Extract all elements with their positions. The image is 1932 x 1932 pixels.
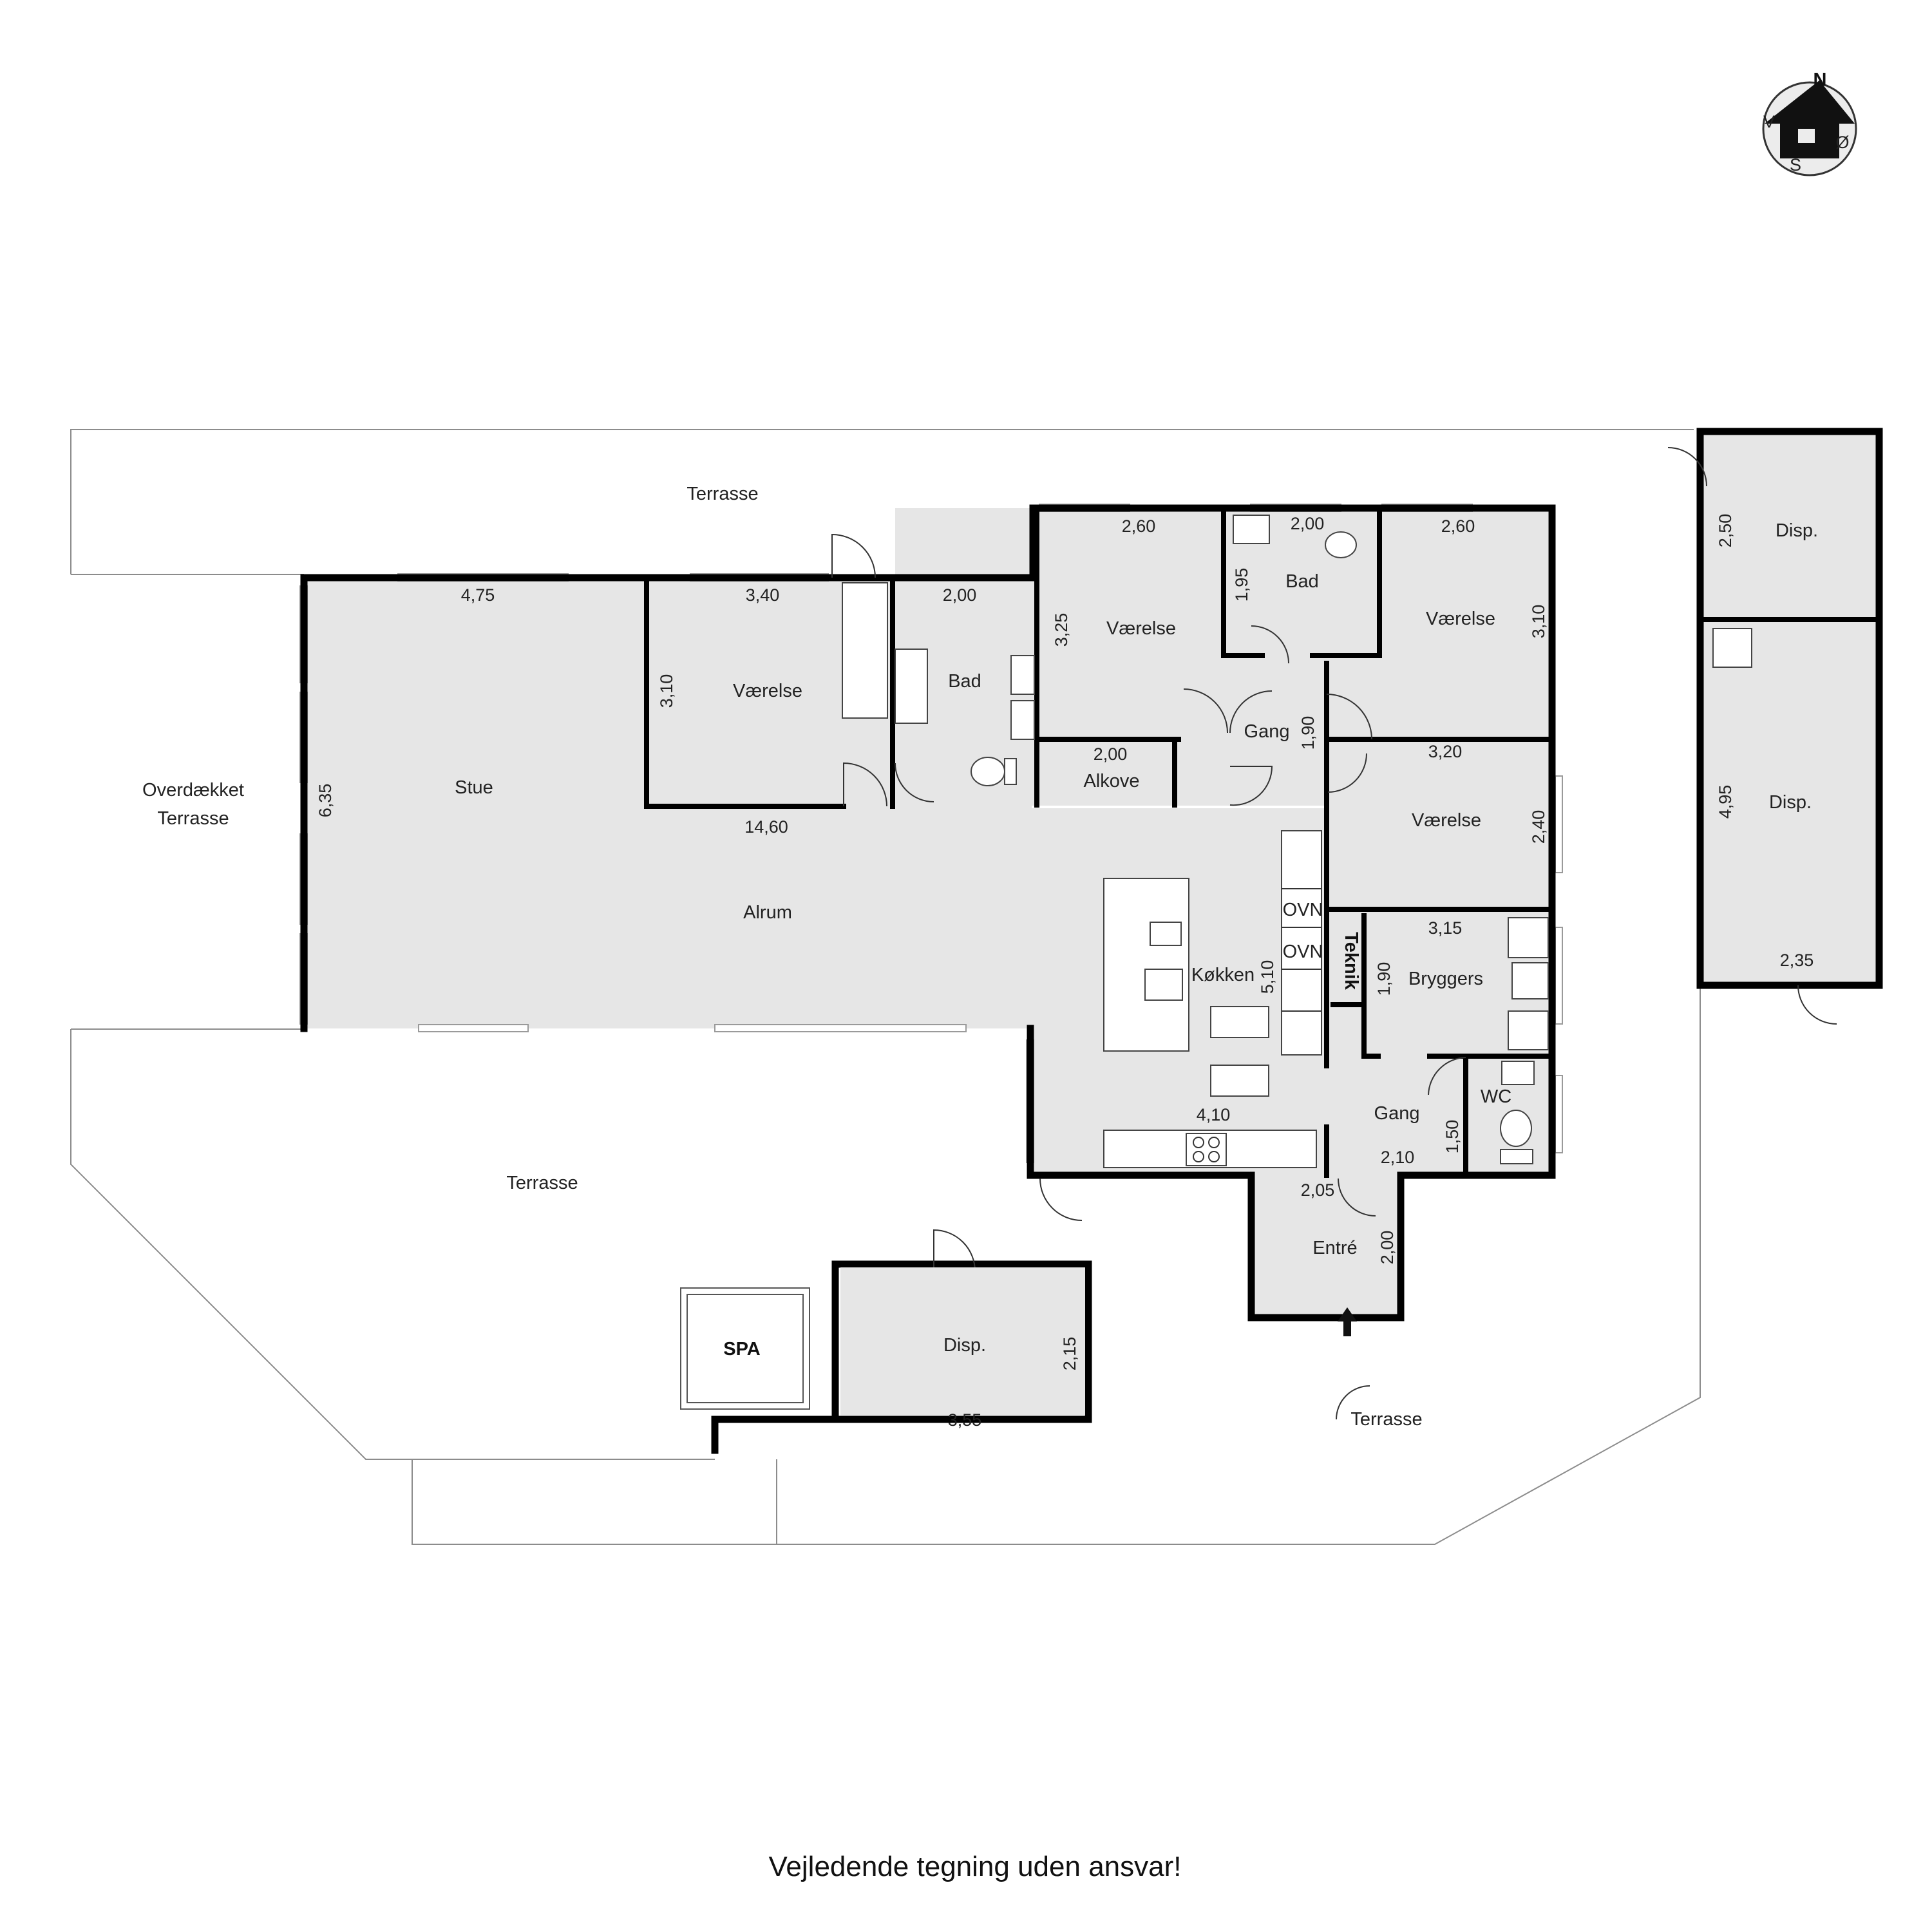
- desk-icon: [895, 649, 928, 724]
- dim-entre-height: 2,00: [1378, 1231, 1397, 1265]
- room-label-vaerelse-4: Værelse: [1412, 810, 1481, 831]
- spa-tub: [680, 1287, 810, 1410]
- house-compass-icon: [1762, 80, 1857, 176]
- dim-vaerelse-3-width: 2,60: [1441, 516, 1475, 536]
- toilet-icon: [971, 757, 1005, 786]
- dim-alkove-width: 2,00: [1094, 744, 1128, 764]
- washing-machine-icon: [1508, 917, 1549, 958]
- room-label-overdaekket: Overdækket: [142, 780, 244, 800]
- room-label-terrasse-left: Terrasse: [506, 1173, 578, 1193]
- room-label-terrasse-bottom: Terrasse: [1350, 1409, 1422, 1430]
- dim-koekken-height: 5,10: [1258, 960, 1277, 994]
- room-label-entre: Entré: [1312, 1238, 1357, 1258]
- sink-icon: [1511, 962, 1549, 999]
- bathroom-sink-icon: [1010, 700, 1035, 740]
- room-label-gang-1: Gang: [1244, 721, 1290, 742]
- sink-icon: [1501, 1061, 1535, 1085]
- island-sink-icon: [1150, 922, 1182, 946]
- room-label-disp-2: Disp.: [1776, 520, 1818, 541]
- dim-vaerelse-1-width: 3,40: [746, 585, 780, 605]
- room-label-disp-1: Disp.: [943, 1335, 986, 1356]
- island-sink-icon: [1144, 969, 1183, 1001]
- dim-bad-2-height: 1,95: [1232, 568, 1251, 602]
- room-label-ovn-2: OVN: [1283, 942, 1323, 962]
- toilet-icon: [1500, 1149, 1533, 1164]
- dim-stue-height: 6,35: [316, 784, 335, 818]
- dim-vaerelse-4-width: 3,20: [1428, 742, 1463, 761]
- room-label-gang-2: Gang: [1374, 1103, 1420, 1124]
- room-label-stue: Stue: [455, 777, 493, 798]
- room-label-vaerelse-3: Værelse: [1426, 609, 1495, 629]
- room-label-alkove: Alkove: [1083, 771, 1139, 791]
- room-label-terrasse-top: Terrasse: [687, 484, 758, 504]
- dim-bad-2-width: 2,00: [1291, 514, 1325, 533]
- kitchen-hood-icon: [1210, 1065, 1269, 1097]
- dim-vaerelse-4-height: 2,40: [1529, 810, 1548, 844]
- wardrobe-icon: [842, 582, 888, 719]
- dim-entre-width: 2,05: [1301, 1180, 1335, 1200]
- room-label-vaerelse-2: Værelse: [1106, 618, 1176, 639]
- dim-disp-3-width: 2,35: [1780, 951, 1814, 970]
- dryer-icon: [1508, 1010, 1549, 1050]
- disclaimer-caption: Vejledende tegning uden ansvar!: [769, 1851, 1182, 1882]
- room-label-alrum: Alrum: [743, 902, 792, 923]
- terrace-outlines: [70, 429, 1701, 1545]
- kitchen-island: [1103, 878, 1189, 1052]
- kitchen-hood-icon: [1210, 1006, 1269, 1038]
- dim-disp-1-height: 2,15: [1060, 1337, 1079, 1371]
- room-label-disp-3: Disp.: [1769, 792, 1812, 813]
- dim-bryggers-height: 1,90: [1374, 962, 1394, 996]
- dim-koekken-width: 4,10: [1197, 1105, 1231, 1124]
- sink-icon: [1233, 515, 1270, 544]
- toilet-icon: [1325, 531, 1357, 558]
- room-labels: Terrasse Overdækket Terrasse Stue Værels…: [142, 484, 1818, 1430]
- room-label-bryggers: Bryggers: [1408, 969, 1483, 989]
- compass-letters: N V Ø S: [1763, 70, 1850, 175]
- room-label-wc: WC: [1481, 1086, 1511, 1107]
- room-label-bad-2: Bad: [1285, 571, 1319, 592]
- room-label-koekken: Køkken: [1191, 965, 1255, 985]
- room-label-bad-1: Bad: [948, 671, 981, 692]
- disp-building-left: [711, 1264, 1085, 1454]
- dim-vaerelse-1-height: 3,10: [657, 674, 676, 708]
- dim-gang-2-width: 2,10: [1381, 1148, 1415, 1167]
- entrance-arrow-icon: [1338, 1307, 1357, 1336]
- bathroom-sink-icon: [1010, 655, 1035, 695]
- dim-vaerelse-3-height: 3,10: [1529, 605, 1548, 639]
- room-label-vaerelse-1: Værelse: [733, 681, 802, 701]
- compass-v: V: [1763, 112, 1775, 131]
- dim-disp-3-height: 4,95: [1716, 785, 1735, 819]
- dim-disp-1-width: 3,55: [948, 1410, 982, 1430]
- dim-stue-width: 4,75: [461, 585, 495, 605]
- compass-n: N: [1814, 70, 1827, 90]
- kitchen-counter-right: [1281, 830, 1322, 1056]
- stove-icon: [1186, 1133, 1227, 1166]
- dim-gang-2-height: 1,50: [1443, 1120, 1462, 1154]
- compass-s: S: [1790, 155, 1801, 175]
- interior-walls: [644, 506, 1879, 1178]
- room-label-ovn-1: OVN: [1283, 900, 1323, 920]
- room-label-teknik: Teknik: [1341, 932, 1361, 990]
- toilet-icon: [1500, 1110, 1532, 1147]
- dim-vaerelse-2-height: 3,25: [1052, 613, 1071, 647]
- dim-gang-1-height: 1,90: [1298, 716, 1318, 750]
- compass-o: Ø: [1835, 133, 1849, 152]
- freezer-icon: [1712, 628, 1752, 668]
- dim-alrum-width: 14,60: [744, 817, 788, 837]
- doors: [831, 447, 1837, 1420]
- room-label-overdaekket-terrasse: Terrasse: [157, 808, 229, 829]
- dim-bad-1-width: 2,00: [943, 585, 977, 605]
- toilet-icon: [1004, 758, 1017, 785]
- dimension-labels: 4,75 6,35 3,40 3,10 2,00 2,60 3,25 2,00 …: [316, 514, 1814, 1430]
- dim-vaerelse-2-width: 2,60: [1122, 516, 1156, 536]
- room-label-spa: SPA: [723, 1339, 761, 1359]
- dim-disp-2-height: 2,50: [1716, 514, 1735, 548]
- dim-bryggers-width: 3,15: [1428, 918, 1463, 938]
